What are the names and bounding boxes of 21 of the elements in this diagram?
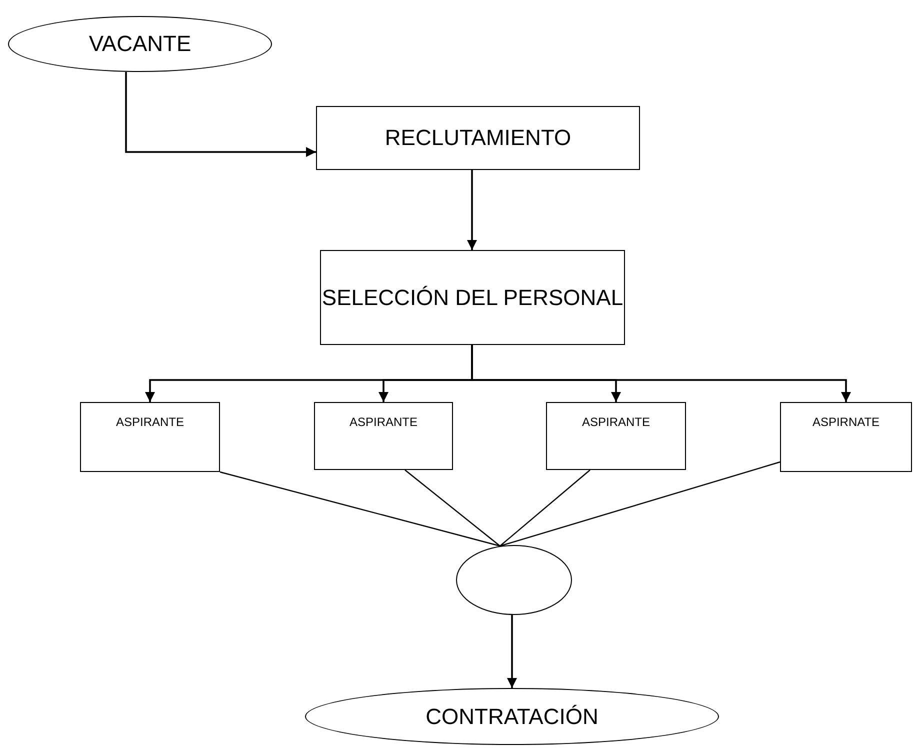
connector-line (220, 471, 500, 547)
arrow (467, 170, 477, 250)
process-box (320, 250, 625, 345)
node-text: ASPIRNATE (812, 415, 880, 429)
process-box (314, 402, 453, 470)
process-box (780, 402, 912, 472)
process-box (80, 402, 220, 472)
connector-line (500, 470, 590, 546)
process-box (316, 106, 640, 170)
node-text: RECLUTAMIENTO (384, 124, 572, 152)
node-text: CONTRATACIÓN (426, 702, 598, 731)
node-text: SELECCIÓN DEL PERSONAL (322, 284, 624, 312)
arrow (125, 72, 316, 157)
connector-line (404, 470, 500, 546)
arrow (507, 615, 517, 688)
node-text: ASPIRANTE (582, 415, 650, 429)
node-text: ASPIRANTE (349, 415, 418, 429)
node-text: VACANTE (88, 30, 192, 58)
connector-line (500, 461, 780, 547)
node-text: ASPIRANTE (116, 415, 184, 429)
process-box (546, 402, 686, 470)
